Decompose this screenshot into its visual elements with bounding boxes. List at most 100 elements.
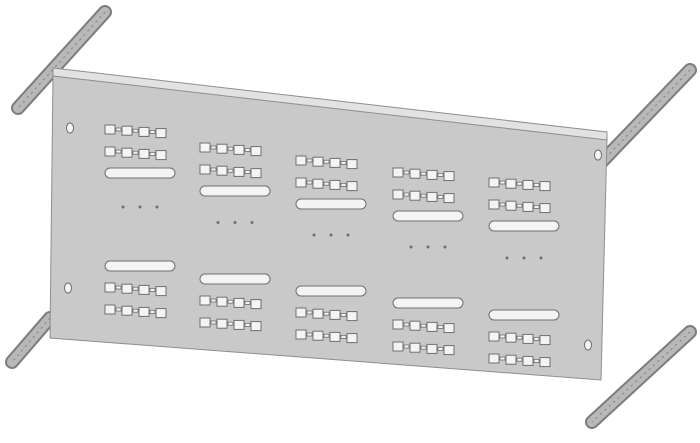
comb-slot (104, 167, 176, 179)
slot-hole (516, 357, 523, 362)
slot-hole (227, 321, 234, 326)
comb-slot (199, 185, 271, 197)
square-hole (346, 159, 358, 170)
square-hole (346, 311, 358, 322)
slot-hole (132, 308, 139, 313)
dot-hole (505, 256, 509, 260)
square-hole (199, 142, 211, 153)
square-hole (392, 167, 404, 178)
comb-slot (295, 285, 367, 297)
comb-slot (392, 210, 464, 222)
square-hole (329, 331, 341, 342)
slot-hole (420, 171, 427, 176)
slot-hole (306, 158, 313, 163)
mounting-hole (66, 122, 74, 134)
dot-hole (426, 245, 430, 249)
square-hole (488, 199, 500, 210)
square-hole (233, 144, 245, 155)
slot-hole (244, 147, 251, 152)
dot-hole (155, 205, 159, 209)
slot-hole (149, 129, 156, 134)
slot-hole (115, 307, 122, 312)
slot-hole (323, 159, 330, 164)
slot-hole (499, 202, 506, 207)
square-hole (104, 282, 116, 293)
mounting-hole (584, 339, 592, 351)
slot-hole (210, 320, 217, 325)
square-hole (426, 169, 438, 180)
slot-hole (323, 181, 330, 186)
square-hole (409, 342, 421, 353)
square-hole (488, 177, 500, 188)
square-hole (522, 201, 534, 212)
square-hole (216, 165, 228, 176)
square-hole (138, 306, 150, 317)
square-hole (155, 128, 167, 139)
dot-hole (443, 245, 447, 249)
square-hole (539, 335, 551, 346)
square-hole (216, 296, 228, 307)
square-hole (443, 193, 455, 204)
square-hole (295, 177, 307, 188)
comb-slot (488, 309, 560, 321)
slot-hole (115, 149, 122, 154)
slot-hole (132, 128, 139, 133)
slot-hole (227, 146, 234, 151)
comb-slot (392, 297, 464, 309)
mounting-rails (5, 5, 697, 429)
mounting-hole (594, 149, 602, 161)
slot-hole (340, 160, 347, 165)
square-hole (312, 330, 324, 341)
slot-hole (516, 181, 523, 186)
slot-hole (149, 287, 156, 292)
dot-hole (312, 233, 316, 237)
square-hole (250, 299, 262, 310)
slot-hole (403, 322, 410, 327)
square-hole (409, 168, 421, 179)
slot-hole (244, 322, 251, 327)
square-hole (539, 357, 551, 368)
square-hole (295, 329, 307, 340)
slot-hole (516, 203, 523, 208)
square-hole (104, 124, 116, 135)
square-hole (295, 307, 307, 318)
square-hole (121, 305, 133, 316)
slot-hole (149, 309, 156, 314)
square-hole (233, 319, 245, 330)
slot-hole (437, 172, 444, 177)
comb-slot (488, 220, 560, 232)
dot-hole (138, 205, 142, 209)
slot-hole (340, 182, 347, 187)
square-hole (443, 345, 455, 356)
slot-hole (210, 298, 217, 303)
slot-hole (533, 336, 540, 341)
square-hole (505, 332, 517, 343)
slot-hole (210, 145, 217, 150)
dot-hole (329, 233, 333, 237)
slot-hole (323, 333, 330, 338)
square-hole (199, 295, 211, 306)
slot-hole (244, 169, 251, 174)
square-hole (199, 164, 211, 175)
rail-slots-3 (591, 331, 691, 423)
slot-hole (340, 334, 347, 339)
square-hole (505, 354, 517, 365)
square-hole (505, 200, 517, 211)
square-hole (312, 156, 324, 167)
slot-hole (533, 204, 540, 209)
square-hole (121, 147, 133, 158)
square-hole (346, 181, 358, 192)
slot-hole (210, 167, 217, 172)
square-hole (539, 203, 551, 214)
square-hole (443, 171, 455, 182)
square-hole (426, 343, 438, 354)
slot-hole (227, 168, 234, 173)
square-hole (329, 309, 341, 320)
comb-slot (199, 273, 271, 285)
dot-hole (522, 256, 526, 260)
slot-hole (244, 300, 251, 305)
square-hole (199, 317, 211, 328)
slot-hole (437, 346, 444, 351)
square-hole (505, 178, 517, 189)
